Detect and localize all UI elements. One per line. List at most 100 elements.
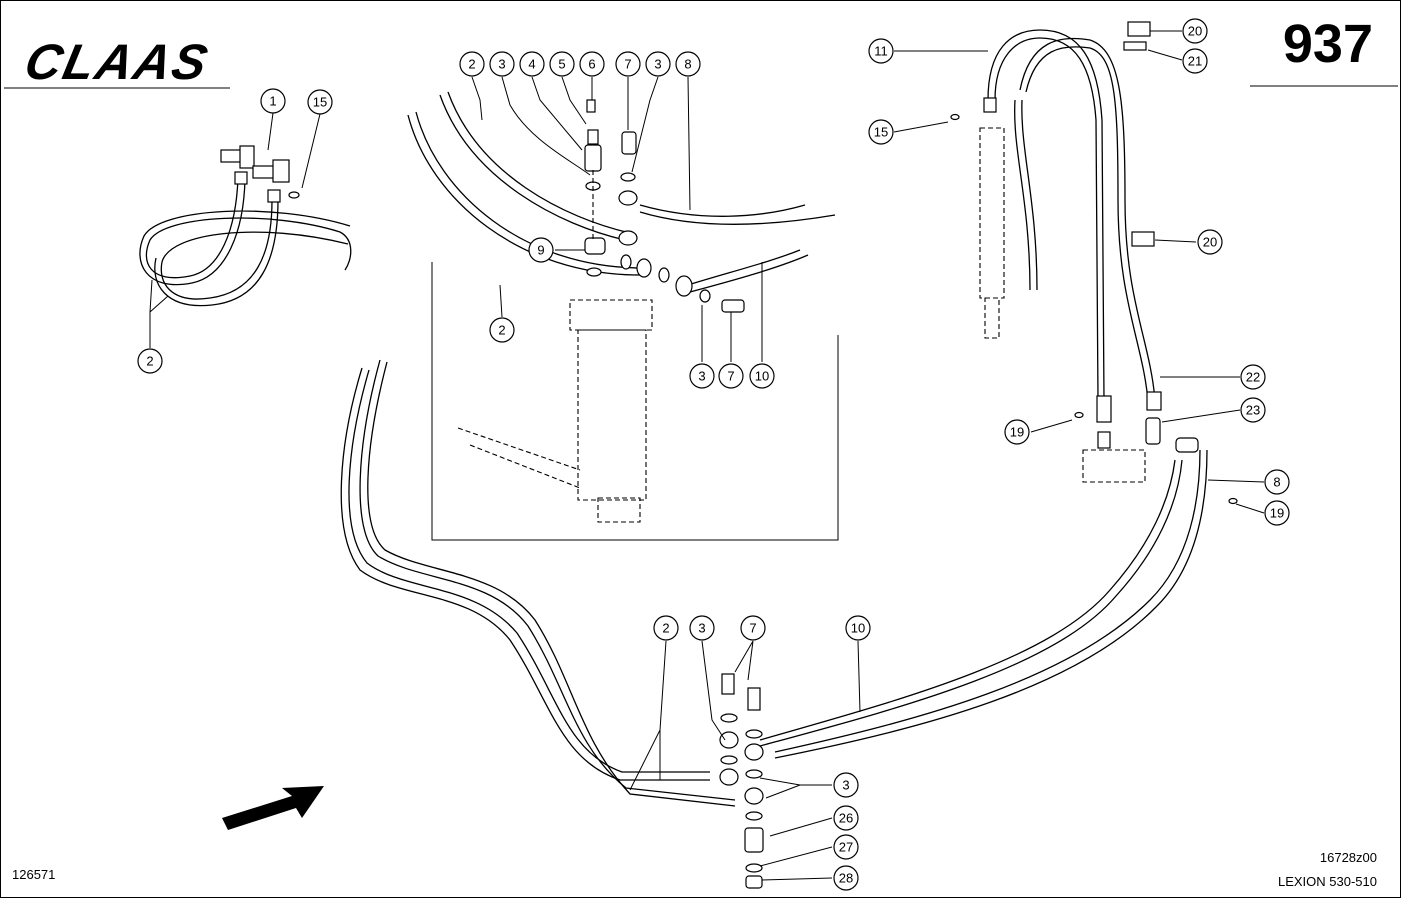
nut-28 (745, 875, 763, 889)
callout: 4 (519, 51, 545, 77)
banjo-fitting (675, 275, 693, 297)
tee-fitting-b-body (272, 159, 290, 183)
svg-text:15: 15 (313, 95, 327, 110)
callout: 11 (868, 38, 894, 64)
seal-ring (745, 811, 763, 821)
callout: 15 (868, 119, 894, 145)
svg-text:28: 28 (839, 871, 853, 886)
o-ring (288, 191, 300, 199)
svg-text:3: 3 (654, 57, 661, 72)
adapter-9 (584, 237, 606, 255)
callout: 3 (833, 772, 859, 798)
callout: 28 (833, 865, 859, 891)
filter-head (569, 299, 653, 331)
elbow-fitting (1175, 437, 1199, 453)
svg-text:10: 10 (755, 369, 769, 384)
main-hose-run (340, 359, 1208, 889)
svg-text:3: 3 (498, 57, 505, 72)
detail-box (431, 262, 839, 541)
seal-ring (699, 289, 711, 303)
hollow-bolt-7 (747, 687, 761, 711)
callout: 3 (689, 615, 715, 641)
callout: 2 (489, 317, 515, 343)
valve-block (1082, 449, 1146, 483)
seal-ring (745, 769, 763, 779)
callout: 8 (675, 51, 701, 77)
callout: 3 (489, 51, 515, 77)
svg-text:3: 3 (698, 369, 705, 384)
callout: 26 (833, 805, 859, 831)
svg-text:11: 11 (874, 44, 888, 59)
adapter-26 (744, 827, 764, 853)
callout: 7 (718, 363, 744, 389)
callout: 10 (749, 363, 775, 389)
fitting-23 (1145, 417, 1161, 445)
tee-fitting-a-body (239, 145, 255, 169)
callout: 7 (740, 615, 766, 641)
bolt-6 (586, 99, 596, 113)
svg-text:6: 6 (588, 57, 595, 72)
seal-ring (745, 729, 763, 739)
cylinder-rod (984, 297, 1000, 339)
valve-fitting (1097, 431, 1111, 449)
hydraulic-cylinder (979, 127, 1005, 299)
svg-text:27: 27 (839, 840, 853, 855)
callout: 19 (1004, 419, 1030, 445)
callout: 27 (833, 834, 859, 860)
hose-nut-a (234, 171, 248, 185)
banjo-fitting (744, 787, 764, 805)
top-left-hose-assembly (139, 145, 352, 307)
callout: 1 (260, 88, 286, 114)
svg-text:20: 20 (1203, 235, 1217, 250)
leader-lines (149, 30, 1265, 881)
svg-text:2: 2 (498, 323, 505, 338)
hollow-bolt-4 (584, 144, 602, 172)
callout: 3 (645, 51, 671, 77)
clamp-20b (1131, 231, 1155, 247)
plate-21 (1123, 41, 1147, 51)
svg-text:19: 19 (1270, 506, 1284, 521)
washer-27 (745, 863, 763, 873)
svg-text:2: 2 (146, 354, 153, 369)
callout: 7 (615, 51, 641, 77)
svg-text:1: 1 (269, 94, 276, 109)
svg-text:23: 23 (1246, 403, 1260, 418)
callout: 5 (549, 51, 575, 77)
banjo-fitting (636, 258, 652, 278)
hollow-bolt-7 (721, 673, 735, 695)
hollow-bolt-small (587, 129, 599, 145)
callout: 20 (1182, 18, 1208, 44)
callout: 21 (1182, 48, 1208, 74)
callout: 10 (845, 615, 871, 641)
callout: 2 (137, 348, 163, 374)
tee-fitting-b (252, 165, 276, 179)
o-ring (950, 113, 960, 121)
hose-nut (1096, 395, 1112, 423)
document-number: 126571 (12, 867, 56, 882)
drawing-number: 16728z00 (1319, 850, 1377, 865)
o-ring (1074, 411, 1084, 419)
callout: 19 (1264, 500, 1290, 526)
filter-bowl (577, 329, 647, 501)
svg-text:21: 21 (1188, 54, 1202, 69)
banjo-fitting (719, 731, 739, 749)
svg-text:5: 5 (558, 57, 565, 72)
seal-ring (620, 254, 632, 270)
o-ring (1228, 497, 1238, 505)
hollow-bolt-7b (721, 299, 745, 313)
direction-arrow-icon (222, 786, 324, 830)
callout: 8 (1264, 469, 1290, 495)
callout: 2 (459, 51, 485, 77)
hose-nut (1146, 391, 1162, 411)
svg-text:15: 15 (874, 125, 888, 140)
hose-nut-b (267, 189, 281, 203)
svg-text:20: 20 (1188, 24, 1202, 39)
svg-text:26: 26 (839, 811, 853, 826)
svg-text:3: 3 (842, 778, 849, 793)
svg-text:10: 10 (851, 621, 865, 636)
seal-ring (658, 267, 670, 283)
hose-end (983, 97, 997, 113)
banjo-fitting (744, 743, 764, 761)
